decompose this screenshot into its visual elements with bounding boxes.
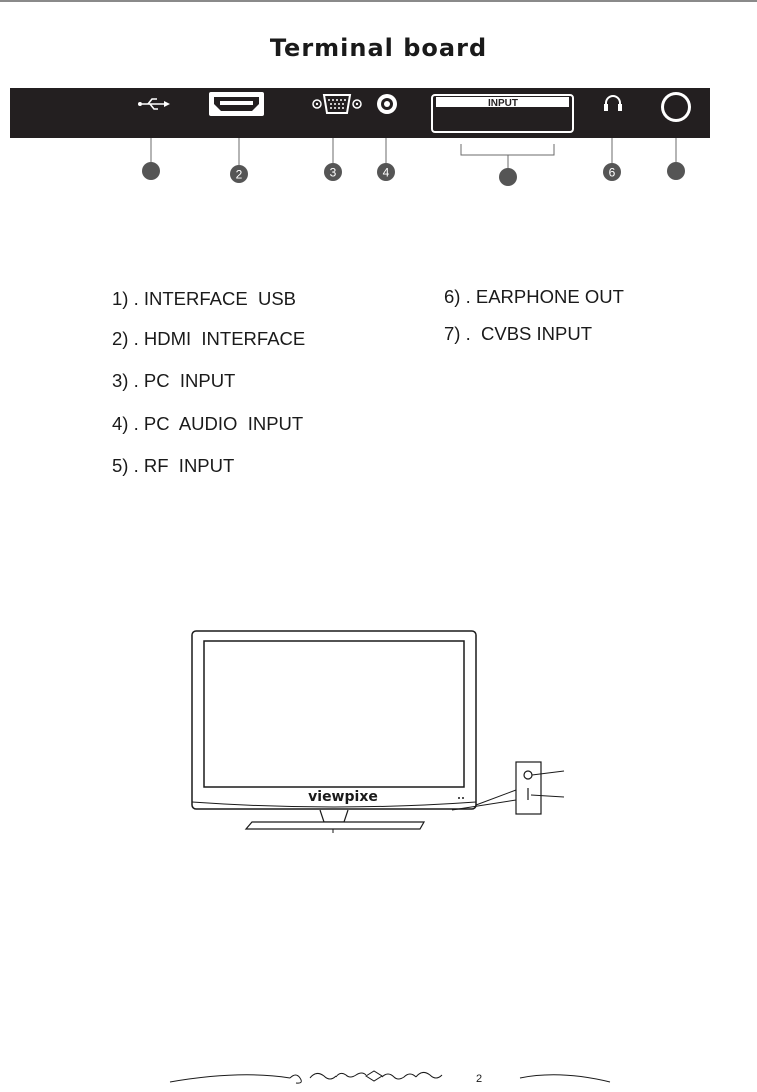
marker-7	[667, 162, 685, 180]
vga-port-icon	[312, 94, 362, 114]
top-rule	[0, 0, 757, 2]
audio-jack-icon	[377, 94, 397, 114]
legend-item-1: 1) . INTERFACE USB	[112, 288, 297, 309]
marker-3: 3	[324, 163, 342, 181]
marker-1	[142, 162, 160, 180]
legend-item-3: 3) . PC INPUT	[112, 370, 236, 391]
headphone-icon	[604, 95, 622, 111]
svg-text:6: 6	[609, 166, 616, 180]
marker-4: 4	[377, 163, 395, 181]
terminal-panel-diagram: INPUT 2 3 4 6	[10, 88, 710, 186]
usb-icon	[138, 98, 170, 110]
rf-connector-icon	[661, 92, 691, 122]
marker-2: 2	[230, 165, 248, 183]
tv-screen	[203, 640, 465, 788]
footer-ornament: 2	[169, 1070, 611, 1085]
legend-item-4: 4) . PC AUDIO INPUT	[112, 413, 304, 434]
marker-5	[499, 168, 517, 186]
legend-item-6: 6) . EARPHONE OUT	[444, 286, 624, 307]
input-label: INPUT	[488, 98, 518, 109]
tv-front-illustration: viewpixe	[191, 630, 565, 833]
legend-item-7: 7) . CVBS INPUT	[444, 323, 593, 344]
tv-stand-neck	[319, 809, 349, 823]
tv-stand-base	[244, 821, 426, 830]
svg-text:3: 3	[330, 166, 337, 180]
svg-text:2: 2	[236, 168, 243, 182]
marker-6: 6	[603, 163, 621, 181]
hdmi-port-icon	[209, 92, 264, 116]
input-box	[431, 94, 574, 133]
page-number: 2	[476, 1073, 482, 1085]
legend-item-5: 5) . RF INPUT	[112, 455, 235, 476]
tv-brand-logo: viewpixe	[308, 789, 378, 805]
page-title: Terminal board	[269, 34, 488, 62]
legend-item-2: 2) . HDMI INTERFACE	[112, 328, 306, 349]
terminal-panel	[10, 88, 710, 138]
svg-text:4: 4	[383, 166, 390, 180]
